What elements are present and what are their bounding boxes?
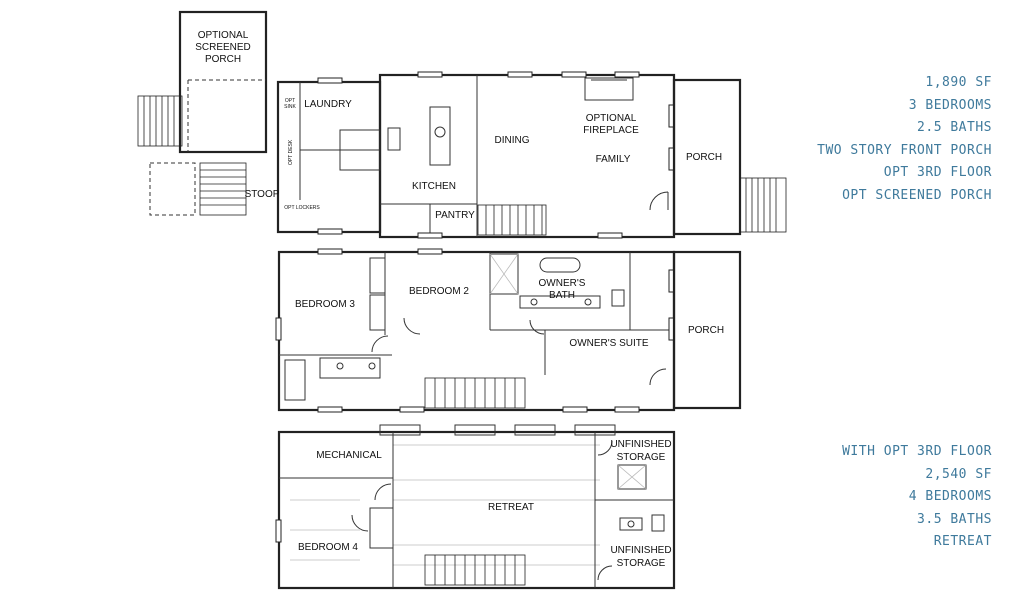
label-stoop: STOOP [245, 189, 280, 200]
label-opt-sink-2: SINK [284, 104, 296, 110]
room-labels: OPTIONAL SCREENED PORCH LAUNDRY OPT SINK… [195, 30, 724, 569]
label-bedroom-2: BEDROOM 2 [409, 286, 469, 297]
label-storage-top-1: UNFINISHED [610, 439, 671, 450]
label-porch-first: PORCH [686, 152, 722, 163]
spec-opt-screened-porch: OPT SCREENED PORCH [842, 187, 992, 203]
label-bedroom-3: BEDROOM 3 [295, 299, 355, 310]
spec-bedrooms: 3 BEDROOMS [908, 97, 992, 113]
label-porch-second: PORCH [688, 325, 724, 336]
label-family: FAMILY [596, 154, 631, 165]
screened-porch-outline [178, 10, 268, 154]
spec-third-square-feet: 2,540 SF [925, 466, 992, 482]
label-mechanical: MECHANICAL [316, 450, 382, 461]
spec-third-bedrooms: 4 BEDROOMS [908, 489, 992, 504]
spec-retreat: RETREAT [933, 534, 992, 549]
label-screened-porch-1: OPTIONAL [198, 30, 249, 41]
first-floor-plan [137, 10, 787, 239]
porch-steps [137, 95, 183, 147]
third-floor-outline [277, 430, 676, 590]
label-storage-bottom-1: UNFINISHED [610, 545, 671, 556]
label-fireplace-1: OPTIONAL [586, 113, 637, 124]
label-pantry: PANTRY [435, 210, 475, 221]
front-porch-second-outline [672, 250, 742, 410]
second-floor-outline [277, 250, 676, 412]
label-retreat: RETREAT [488, 502, 534, 513]
first-floor-stairs [477, 204, 547, 236]
label-owners-suite: OWNER'S SUITE [569, 338, 648, 349]
spec-baths: 2.5 BATHS [917, 120, 992, 135]
third-floor-specs: WITH OPT 3RD FLOOR 2,540 SF 4 BEDROOMS 3… [842, 441, 992, 554]
label-screened-porch-2: SCREENED [195, 42, 251, 53]
spec-opt-third-floor: OPT 3RD FLOOR [883, 165, 992, 180]
label-owners-bath-1: OWNER'S [539, 278, 586, 289]
spec-third-baths: 3.5 BATHS [917, 511, 992, 527]
label-dining: DINING [495, 135, 530, 146]
label-laundry: LAUNDRY [304, 99, 352, 110]
label-storage-top-2: STORAGE [617, 452, 666, 463]
label-bedroom-4: BEDROOM 4 [298, 542, 358, 553]
label-fireplace-2: FIREPLACE [583, 125, 639, 136]
label-storage-bottom-2: STORAGE [617, 558, 666, 569]
third-floor-plan [275, 424, 676, 590]
label-opt-lockers: OPT LOCKERS [284, 205, 320, 211]
stoop-steps [199, 162, 247, 216]
label-opt-sink-1: OPT [285, 98, 295, 104]
second-floor-plan [275, 248, 742, 413]
front-porch-steps [739, 177, 787, 233]
label-kitchen: KITCHEN [412, 181, 456, 192]
label-screened-porch-3: PORCH [205, 54, 241, 65]
spec-front-porch: TWO STORY FRONT PORCH [817, 142, 992, 158]
front-porch-first-outline [672, 78, 742, 236]
label-owners-bath-2: BATH [549, 290, 575, 301]
label-opt-desk: OPT DESK [288, 139, 294, 165]
plan-specs: 1,890 SF 3 BEDROOMS 2.5 BATHS TWO STORY … [817, 72, 992, 207]
spec-square-feet: 1,890 SF [925, 75, 992, 90]
spec-third-floor-heading: WITH OPT 3RD FLOOR [842, 444, 992, 459]
fireplace-symbol [584, 77, 634, 101]
kitchen-island [429, 106, 451, 166]
